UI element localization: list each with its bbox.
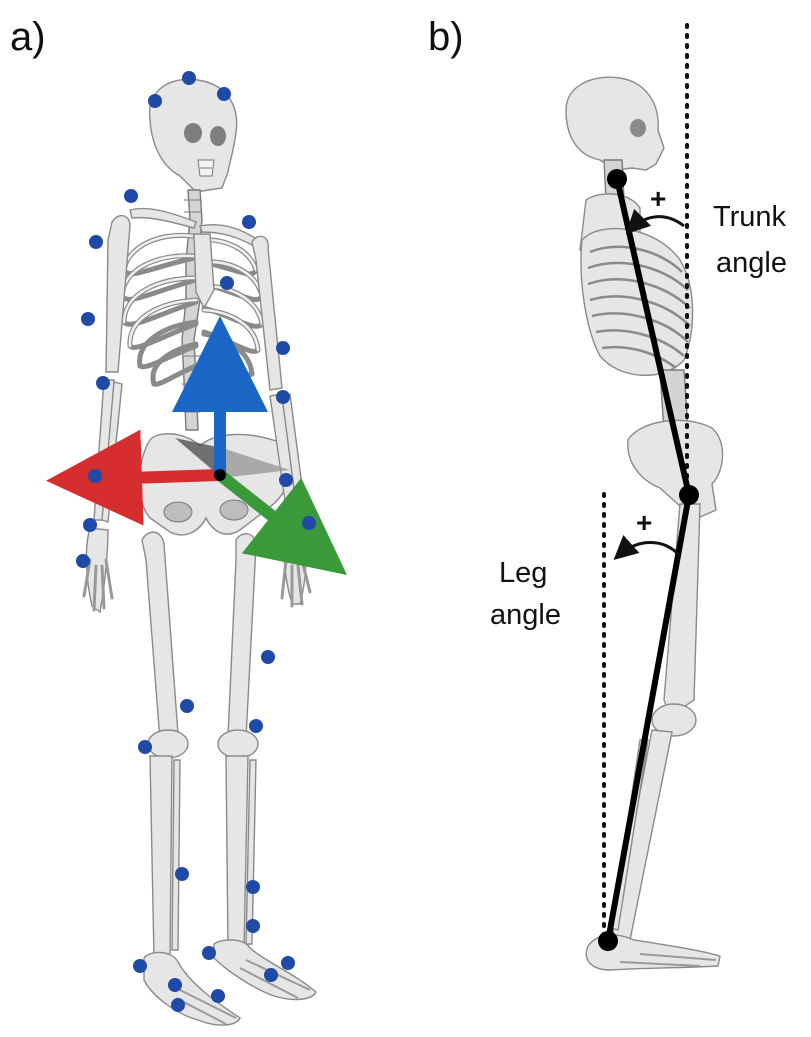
marker-dot-icon: [264, 968, 278, 982]
panel-b-label: b): [428, 15, 464, 59]
hip-joint-marker: [679, 485, 699, 505]
marker-dot-icon: [202, 946, 216, 960]
marker-dot-icon: [242, 215, 256, 229]
marker-dot-icon: [217, 87, 231, 101]
trunk-angle-label-line2: angle: [716, 247, 787, 279]
leg-angle-arc-icon: [618, 543, 680, 557]
trunk-angle-label-line1: Trunk: [713, 201, 787, 233]
marker-dot-icon: [246, 919, 260, 933]
marker-dot-icon: [281, 956, 295, 970]
x-axis-arrow-icon: [130, 475, 220, 478]
marker-dot-icon: [279, 473, 293, 487]
marker-dot-icon: [180, 699, 194, 713]
left-arm: [252, 236, 310, 606]
marker-dot-icon: [302, 516, 316, 530]
marker-dot-icon: [175, 867, 189, 881]
marker-dot-icon: [89, 235, 103, 249]
panel-a-label: a): [10, 15, 46, 59]
marker-dot-icon: [76, 554, 90, 568]
ankle-joint-marker: [598, 931, 618, 951]
marker-dot-icon: [88, 469, 102, 483]
marker-dot-icon: [168, 978, 182, 992]
marker-dot-icon: [246, 880, 260, 894]
right-arm: [84, 216, 130, 612]
marker-dot-icon: [96, 376, 110, 390]
marker-dot-icon: [138, 740, 152, 754]
skeleton-front-illustration: [84, 79, 316, 1025]
marker-dot-icon: [211, 989, 225, 1003]
rib-cage-side: [581, 229, 693, 376]
frame-origin-icon: [214, 469, 226, 481]
marker-dot-icon: [148, 94, 162, 108]
marker-dot-icon: [276, 390, 290, 404]
marker-dot-icon: [249, 719, 263, 733]
leg-angle-sign: +: [636, 507, 652, 538]
marker-dot-icon: [83, 518, 97, 532]
legs: [142, 532, 258, 958]
panel-a: a): [10, 15, 316, 1025]
neck-joint-marker: [607, 169, 627, 189]
leg-angle-label-line1: Leg: [499, 557, 547, 589]
marker-dot-icon: [171, 998, 185, 1012]
marker-dot-icon: [182, 71, 196, 85]
leg-angle-label-line2: angle: [490, 599, 561, 631]
marker-dot-icon: [276, 341, 290, 355]
marker-dot-icon: [261, 650, 275, 664]
marker-dot-icon: [81, 312, 95, 326]
panel-b: b): [428, 15, 787, 970]
marker-dot-icon: [124, 189, 138, 203]
marker-dot-icon: [220, 276, 234, 290]
marker-dot-icon: [133, 959, 147, 973]
trunk-angle-sign: +: [650, 183, 666, 214]
